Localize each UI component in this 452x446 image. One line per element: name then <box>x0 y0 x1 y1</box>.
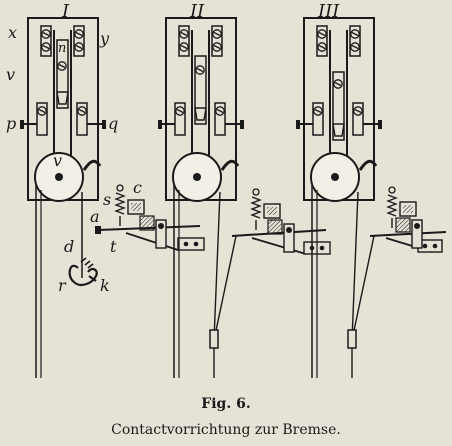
label-x: x <box>8 23 17 42</box>
label-s: s <box>103 190 111 209</box>
panel-2: II <box>158 1 331 378</box>
label-a: a <box>90 207 100 226</box>
label-t: t <box>110 237 117 256</box>
panel-2-numeral: II <box>189 1 205 22</box>
label-q: q <box>108 114 118 133</box>
panel-3: III <box>296 1 447 378</box>
label-k: k <box>100 276 110 295</box>
figure-caption: Fig. 6. <box>201 396 251 412</box>
label-n: n <box>58 41 66 56</box>
figure-subcaption: Contactvorrichtung zur Bremse. <box>111 422 341 438</box>
label-p: p <box>6 114 16 133</box>
panel-1-numeral: I <box>61 1 70 22</box>
panel-1: I <box>6 1 205 378</box>
label-v-wheel: v <box>53 151 62 170</box>
label-c: c <box>133 178 142 197</box>
label-r: r <box>58 276 67 295</box>
label-y: y <box>99 29 110 48</box>
label-v-rail: v <box>6 65 15 84</box>
panel-3-numeral: III <box>317 1 340 22</box>
label-d: d <box>64 237 74 256</box>
